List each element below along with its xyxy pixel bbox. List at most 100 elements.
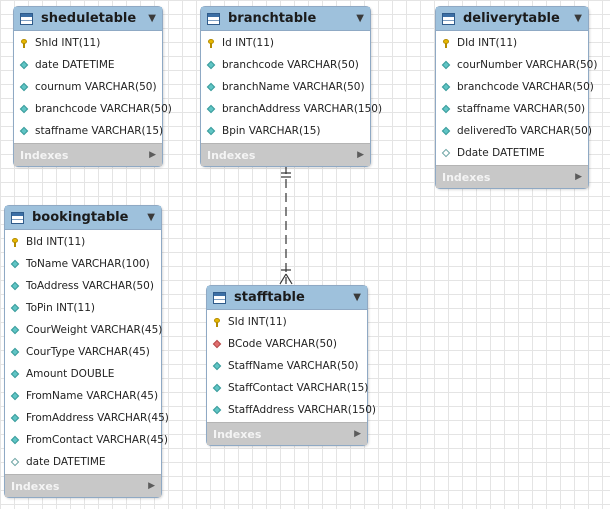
column-list: Id INT(11) branchcode VARCHAR(50) branchNa… (201, 31, 382, 143)
nullable-column-icon (11, 458, 20, 467)
primary-key-icon (11, 237, 20, 247)
nullable-column-icon (442, 149, 451, 158)
column-row[interactable]: ToPin INT(11) (5, 297, 161, 319)
column-row[interactable]: courNumber VARCHAR(50) (436, 54, 597, 76)
column-row[interactable]: StaffAddress VARCHAR(150) (207, 399, 376, 421)
column-row[interactable]: Ddate DATETIME (436, 142, 588, 164)
column-label: Bpin VARCHAR(15) (222, 125, 321, 137)
column-row[interactable]: StaffContact VARCHAR(15) (207, 377, 368, 399)
table-header[interactable]: branchtable ▼ (201, 7, 370, 31)
indexes-section[interactable]: Indexes ▶ (5, 474, 161, 497)
column-row[interactable]: FromContact VARCHAR(45) (5, 429, 168, 451)
column-label: date DATETIME (26, 456, 106, 468)
column-icon (11, 370, 20, 379)
column-row[interactable]: Bpin VARCHAR(15) (201, 120, 370, 142)
table-header[interactable]: deliverytable ▼ (436, 7, 588, 31)
column-label: FromName VARCHAR(45) (26, 390, 159, 402)
column-row[interactable]: FromAddress VARCHAR(45) (5, 407, 169, 429)
column-icon (11, 436, 20, 445)
column-icon (207, 61, 216, 70)
column-row[interactable]: Amount DOUBLE (5, 363, 161, 385)
column-label: courNumber VARCHAR(50) (457, 59, 598, 71)
column-icon (207, 83, 216, 92)
collapse-caret-icon[interactable]: ▼ (353, 292, 361, 303)
column-row[interactable]: CourWeight VARCHAR(45) (5, 319, 163, 341)
column-label: CourType VARCHAR(45) (26, 346, 150, 358)
column-row[interactable]: BCode VARCHAR(50) (207, 333, 367, 355)
expand-arrow-icon[interactable]: ▶ (357, 150, 364, 160)
column-row[interactable]: CourType VARCHAR(45) (5, 341, 161, 363)
table-header[interactable]: bookingtable ▼ (5, 206, 161, 230)
column-icon (20, 127, 29, 136)
table-header[interactable]: stafftable ▼ (207, 286, 367, 310)
column-row[interactable]: DId INT(11) (436, 32, 588, 54)
column-label: staffname VARCHAR(15) (35, 125, 164, 137)
column-row[interactable]: cournum VARCHAR(50) (14, 76, 162, 98)
column-icon (11, 304, 20, 313)
indexes-label: Indexes (11, 479, 60, 493)
foreign-key-icon (213, 340, 222, 349)
column-list: ShId INT(11) date DATETIME cournum VARCHAR… (14, 31, 172, 143)
column-row[interactable]: date DATETIME (5, 451, 161, 473)
column-row[interactable]: branchName VARCHAR(50) (201, 76, 370, 98)
column-row[interactable]: date DATETIME (14, 54, 162, 76)
collapse-caret-icon[interactable]: ▼ (147, 212, 155, 223)
collapse-caret-icon[interactable]: ▼ (148, 13, 156, 24)
sheduletable-entity[interactable]: sheduletable ▼ ShId INT(11) date DATETIME… (13, 6, 172, 167)
table-icon (20, 12, 33, 25)
column-list: SId INT(11) BCode VARCHAR(50) StaffName VA… (207, 310, 376, 422)
column-list: DId INT(11) courNumber VARCHAR(50) branchc… (436, 31, 597, 165)
column-row[interactable]: branchcode VARCHAR(50) (201, 54, 370, 76)
indexes-section[interactable]: Indexes ▶ (436, 165, 588, 188)
column-icon (442, 105, 451, 114)
expand-arrow-icon[interactable]: ▶ (575, 172, 582, 182)
crowfoot-mark (285, 273, 293, 285)
branchtable-entity[interactable]: branchtable ▼ Id INT(11) branchcode VARCH… (200, 6, 382, 167)
column-row[interactable]: ToAddress VARCHAR(50) (5, 275, 161, 297)
column-row[interactable]: FromName VARCHAR(45) (5, 385, 161, 407)
table-header[interactable]: sheduletable ▼ (14, 7, 162, 31)
column-icon (20, 61, 29, 70)
column-row[interactable]: ShId INT(11) (14, 32, 162, 54)
column-row[interactable]: Id INT(11) (201, 32, 370, 54)
column-row[interactable]: StaffName VARCHAR(50) (207, 355, 367, 377)
column-icon (11, 414, 20, 423)
indexes-section[interactable]: Indexes ▶ (14, 143, 162, 166)
column-label: date DATETIME (35, 59, 115, 71)
expand-arrow-icon[interactable]: ▶ (354, 429, 361, 439)
expand-arrow-icon[interactable]: ▶ (149, 150, 156, 160)
table-title: stafftable (234, 290, 305, 305)
table-title: sheduletable (41, 11, 137, 26)
column-row[interactable]: staffname VARCHAR(50) (436, 98, 588, 120)
column-row[interactable]: SId INT(11) (207, 311, 367, 333)
column-row[interactable]: ToName VARCHAR(100) (5, 253, 161, 275)
column-label: DId INT(11) (457, 37, 518, 49)
column-label: ToAddress VARCHAR(50) (26, 280, 154, 292)
column-row[interactable]: BId INT(11) (5, 231, 161, 253)
column-label: CourWeight VARCHAR(45) (26, 324, 163, 336)
indexes-label: Indexes (20, 148, 69, 162)
column-label: deliveredTo VARCHAR(50) (457, 125, 592, 137)
primary-key-icon (442, 38, 451, 48)
collapse-caret-icon[interactable]: ▼ (356, 13, 364, 24)
column-label: cournum VARCHAR(50) (35, 81, 157, 93)
column-row[interactable]: staffname VARCHAR(15) (14, 120, 164, 142)
column-icon (442, 127, 451, 136)
column-row[interactable]: branchAddress VARCHAR(150) (201, 98, 382, 120)
column-row[interactable]: branchcode VARCHAR(50) (436, 76, 594, 98)
collapse-caret-icon[interactable]: ▼ (574, 13, 582, 24)
column-row[interactable]: branchcode VARCHAR(50) (14, 98, 172, 120)
column-row[interactable]: deliveredTo VARCHAR(50) (436, 120, 592, 142)
column-icon (213, 406, 222, 415)
deliverytable-entity[interactable]: deliverytable ▼ DId INT(11) courNumber VA… (435, 6, 597, 189)
bookingtable-entity[interactable]: bookingtable ▼ BId INT(11)ToName VARCHAR… (4, 205, 169, 498)
indexes-section[interactable]: Indexes ▶ (207, 422, 367, 445)
expand-arrow-icon[interactable]: ▶ (148, 481, 155, 491)
column-label: BCode VARCHAR(50) (228, 338, 337, 350)
table-title: deliverytable (463, 11, 560, 26)
primary-key-icon (213, 317, 222, 327)
column-label: branchcode VARCHAR(50) (222, 59, 359, 71)
indexes-section[interactable]: Indexes ▶ (201, 143, 370, 166)
stafftable-entity[interactable]: stafftable ▼ SId INT(11) BCode VARCHAR(50… (206, 285, 376, 446)
column-label: branchAddress VARCHAR(150) (222, 103, 383, 115)
